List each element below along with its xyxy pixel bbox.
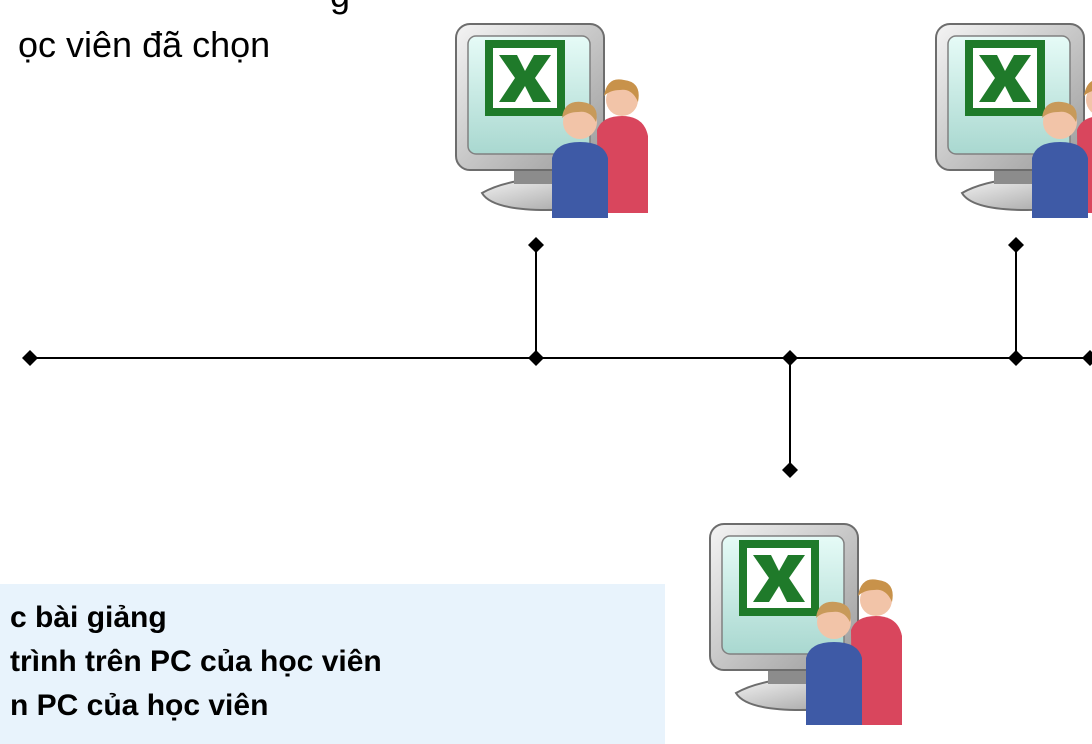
info-box-text: c bài giảng trình trên PC của học viên n… bbox=[0, 596, 665, 728]
node-left-pc-top bbox=[528, 237, 544, 253]
info-box bbox=[0, 584, 665, 744]
node-right-pc-top bbox=[1008, 237, 1024, 253]
network-diagram bbox=[22, 237, 1092, 478]
top-text-line-2: ọc viên đã chọn bbox=[18, 24, 271, 65]
info-line-3: n PC của học viên bbox=[10, 689, 269, 722]
node-bus-end bbox=[1082, 350, 1092, 366]
top-text-line-1: g bbox=[0, 0, 420, 20]
node-bus-start bbox=[22, 350, 38, 366]
info-line-1: c bài giảng bbox=[10, 601, 167, 634]
info-line-2: trình trên PC của học viên bbox=[10, 645, 382, 678]
top-text-block: g ọc viên đã chọn bbox=[0, 0, 420, 70]
excel-workstation-users-icon bbox=[709, 523, 902, 725]
node-bus-left-junction bbox=[528, 350, 544, 366]
excel-workstation-users-icon bbox=[455, 23, 648, 218]
node-bottom-pc-top bbox=[782, 462, 798, 478]
node-bus-right-junction bbox=[1008, 350, 1024, 366]
node-bus-middle-junction bbox=[782, 350, 798, 366]
excel-workstation-users-icon bbox=[935, 23, 1092, 218]
